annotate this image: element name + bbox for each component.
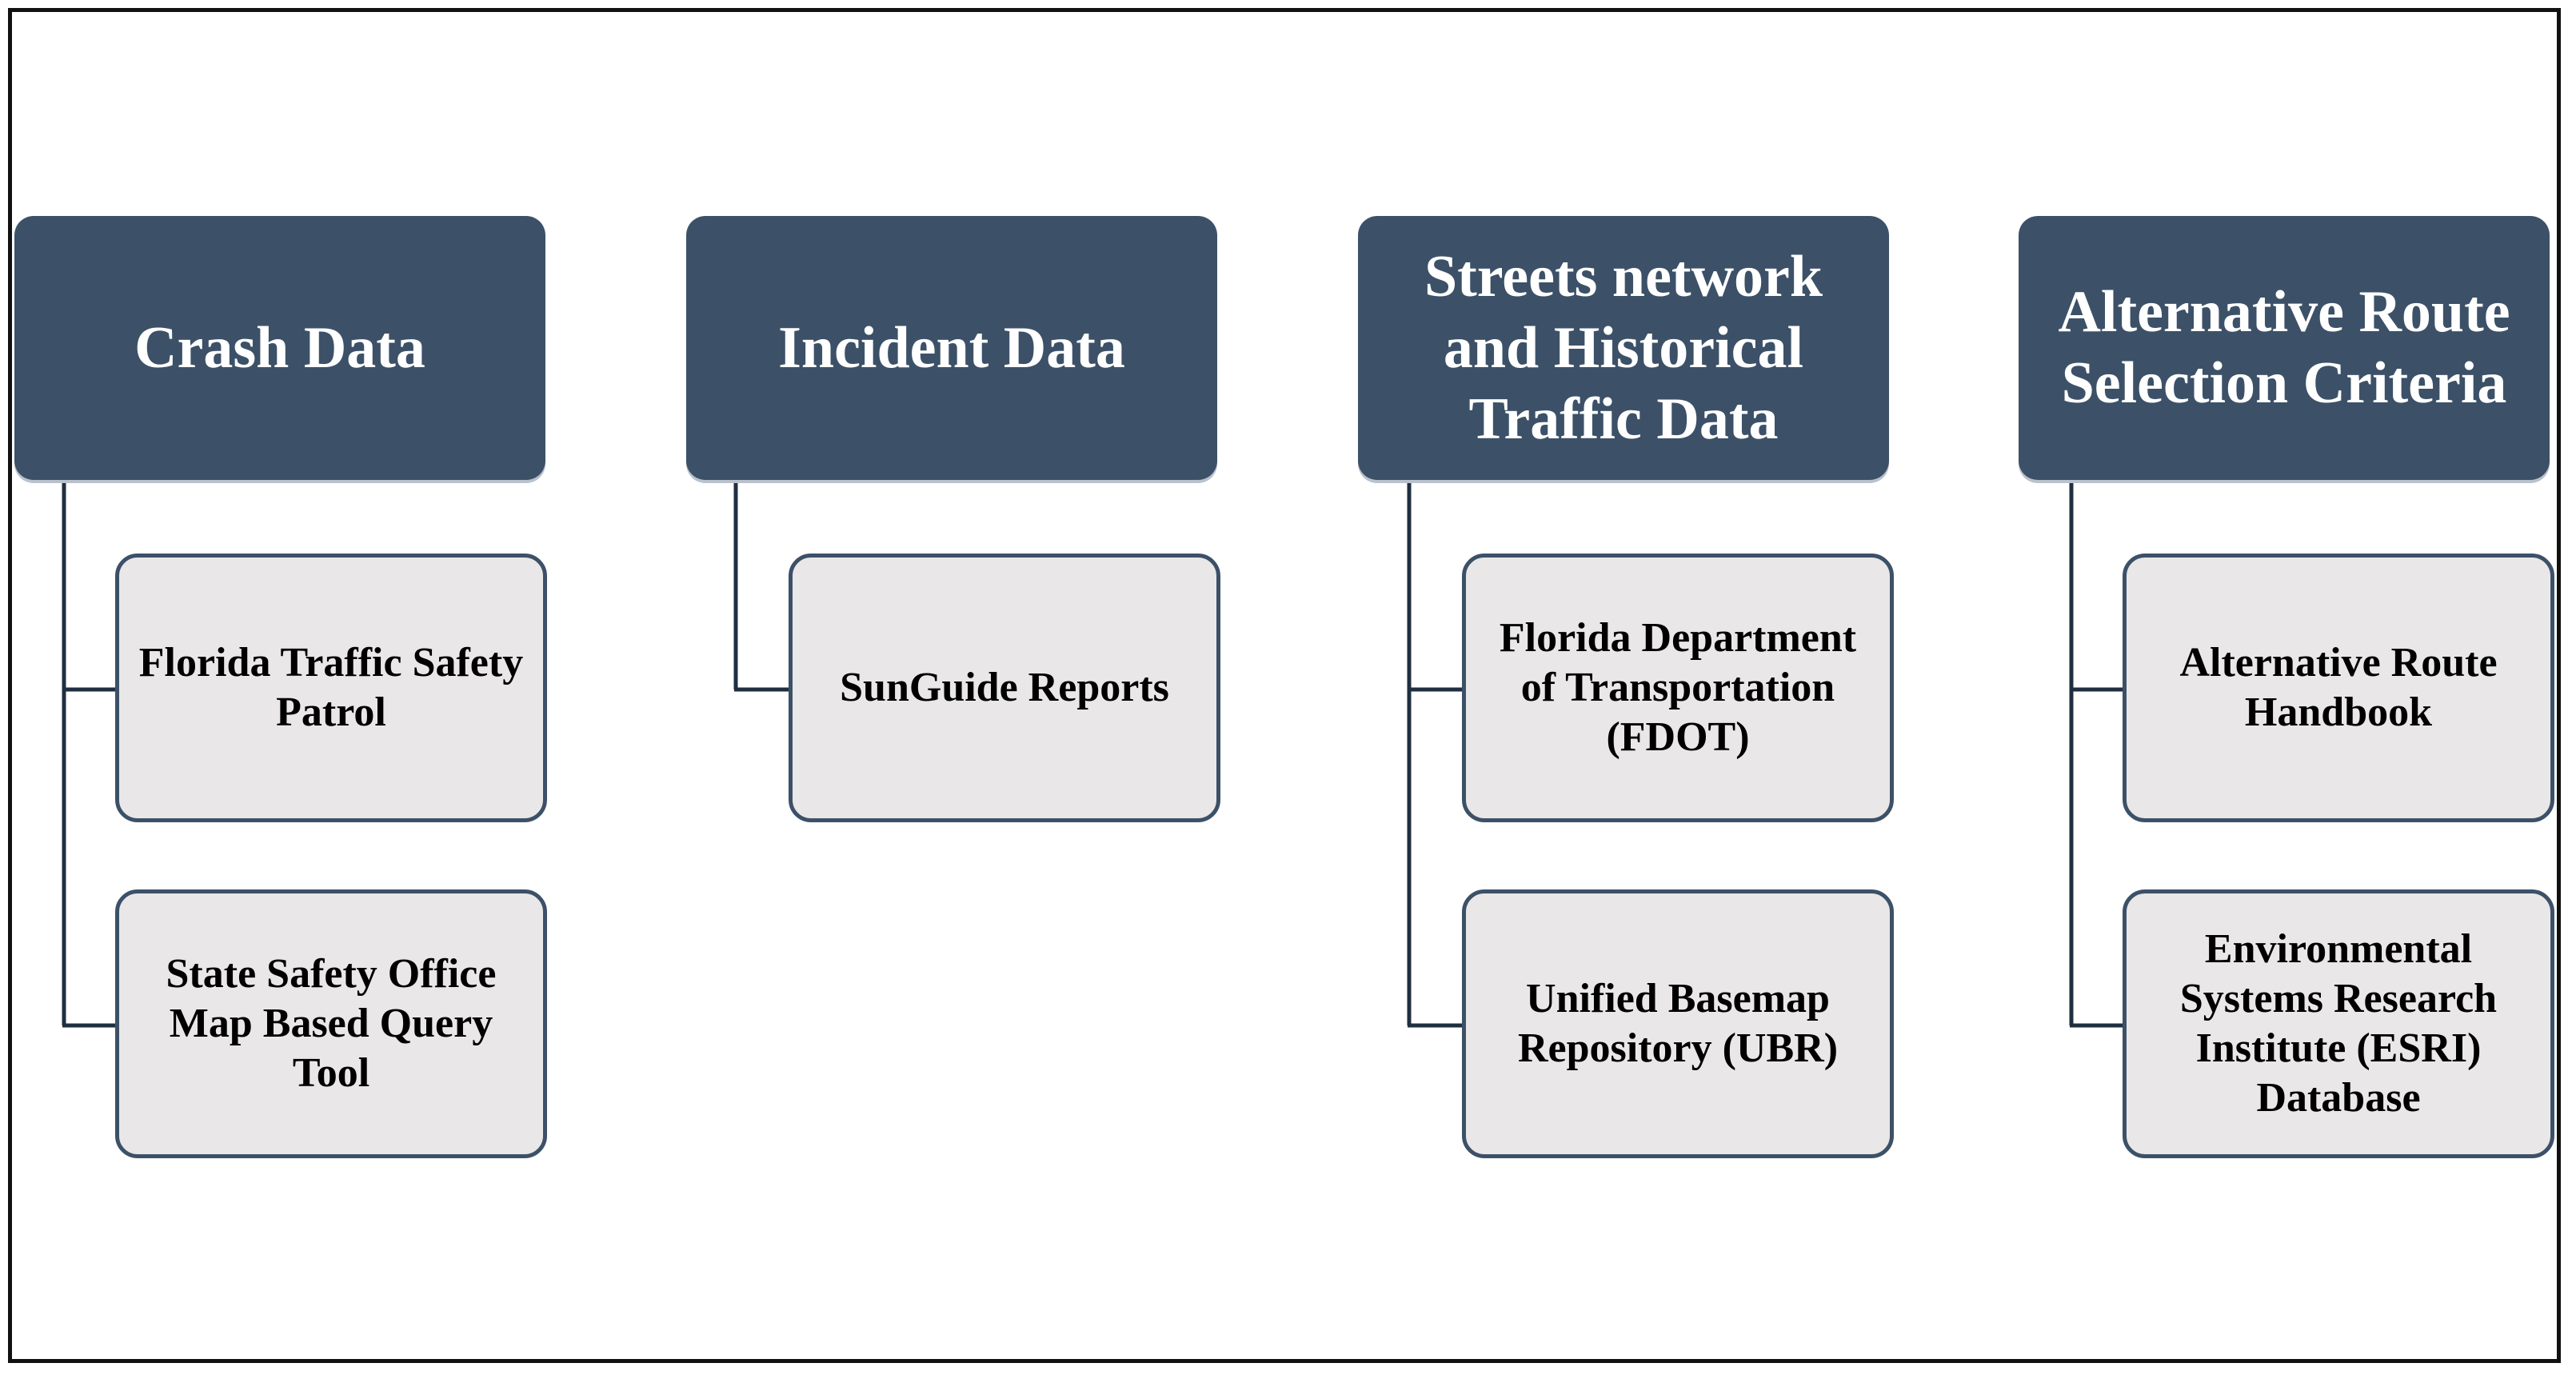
header-alternative-route-criteria: Alternative Route Selection Criteria <box>2019 216 2550 480</box>
header-incident-data: Incident Data <box>686 216 1217 480</box>
diagram-frame <box>8 8 2561 1363</box>
source-state-safety-office-tool: State Safety Office Map Based Query Tool <box>115 889 547 1158</box>
source-esri-database: Environmental Systems Research Institute… <box>2123 889 2554 1158</box>
source-florida-traffic-safety-patrol: Florida Traffic Safety Patrol <box>115 554 547 822</box>
header-streets-network: Streets network and Historical Traffic D… <box>1358 216 1889 480</box>
source-fdot: Florida Department of Transportation (FD… <box>1462 554 1894 822</box>
source-alternative-route-handbook: Alternative Route Handbook <box>2123 554 2554 822</box>
source-sunguide-reports: SunGuide Reports <box>789 554 1220 822</box>
header-crash-data: Crash Data <box>14 216 545 480</box>
source-ubr: Unified Basemap Repository (UBR) <box>1462 889 1894 1158</box>
